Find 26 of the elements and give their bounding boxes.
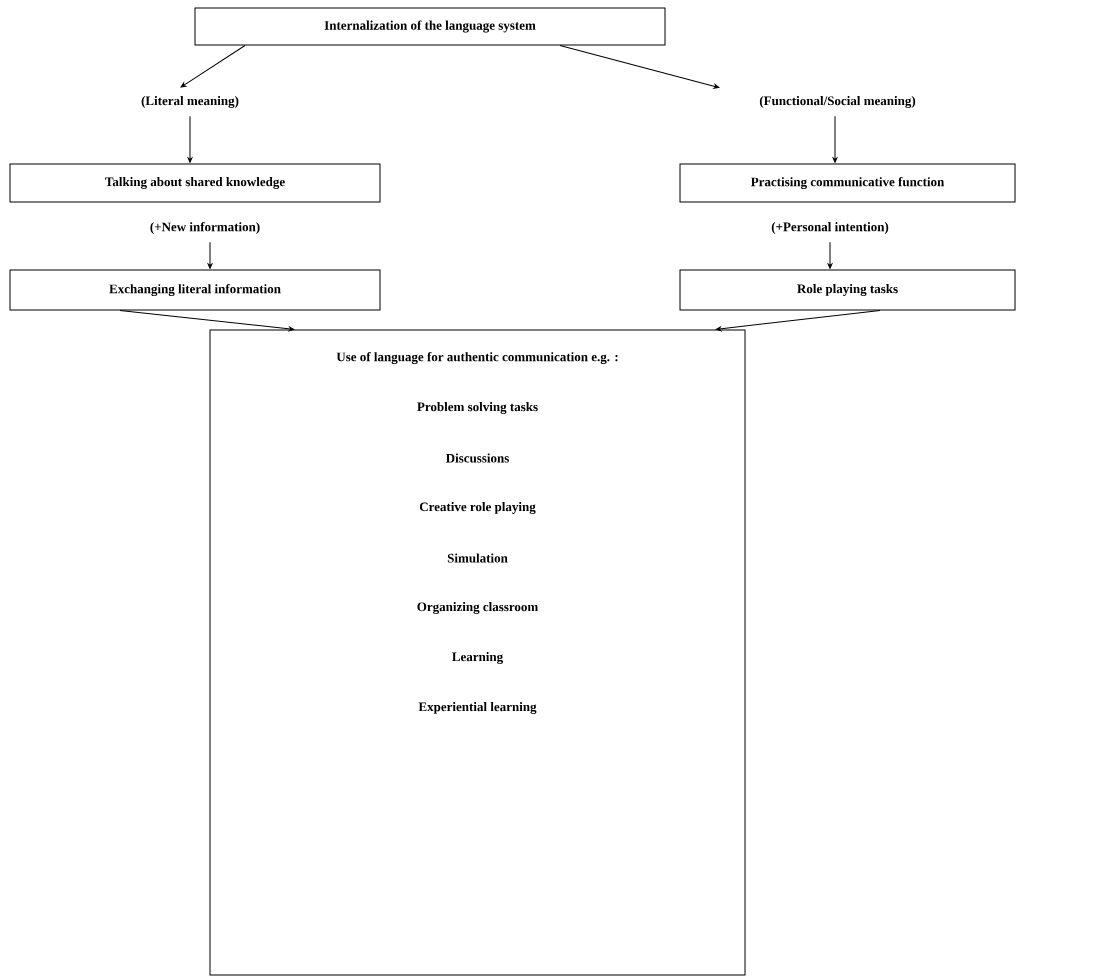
meaning-label: (Functional/Social meaning) [759, 96, 916, 108]
list-item: Experiential learning [418, 702, 537, 714]
list-item: Problem solving tasks [417, 402, 538, 414]
list-item: Use of language for authentic communication e.g. : [336, 352, 618, 364]
list-item: Organizing classroom [417, 602, 538, 614]
list-item: Learning [452, 652, 503, 664]
arrow [832, 115, 838, 163]
process-box: Role playing tasks [679, 269, 1016, 311]
list-item: Simulation [447, 553, 508, 563]
process-box: Talking about shared knowledge [9, 163, 381, 203]
process-box: Practising communicative function [679, 163, 1016, 203]
meaning-label: (Literal meaning) [141, 96, 239, 108]
process-box: Exchanging literal information [9, 269, 381, 311]
arrow [187, 115, 193, 163]
list-item: Creative role playing [419, 502, 536, 514]
meaning-label: (+Personal intention) [771, 222, 889, 234]
arrow [207, 241, 213, 269]
list-box [209, 329, 746, 976]
arrow [119, 310, 295, 332]
meaning-label: (+New information) [150, 222, 260, 234]
arrow [827, 241, 833, 269]
arrow [715, 310, 881, 332]
process-box: Internalization of the language system [194, 7, 666, 46]
arrow [559, 45, 720, 89]
list-item: Discussions [445, 453, 509, 463]
arrow [180, 45, 246, 88]
